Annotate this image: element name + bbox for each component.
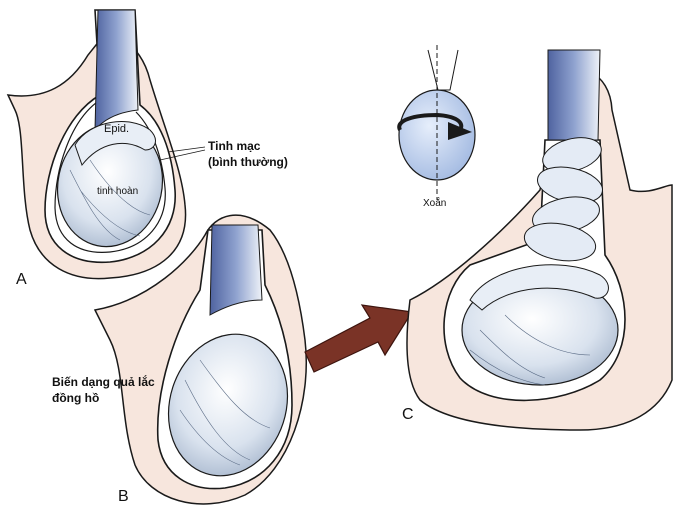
panel-c-cord	[547, 49, 601, 141]
panel-c-drawing	[406, 49, 673, 431]
panel-label-b: B	[118, 488, 129, 505]
panel-label-a: A	[16, 271, 27, 288]
progression-arrow	[304, 304, 414, 373]
panel-b-drawing	[93, 214, 307, 505]
label-deform-line1: Biến dạng quả lắc	[52, 375, 155, 389]
panel-label-c: C	[402, 406, 414, 423]
panel-b-cord	[209, 224, 263, 316]
label-testis: tinh hoàn	[97, 186, 139, 197]
label-vein-line2: (bình thường)	[208, 155, 288, 169]
label-torsion: Xoắn	[423, 198, 447, 209]
rotation-arrow-icon	[397, 112, 464, 132]
panel-a-drawing	[6, 9, 206, 280]
torsion-inset	[397, 45, 476, 200]
label-vein-line1: Tinh mạc	[208, 139, 261, 153]
panel-c-epididymis	[469, 264, 609, 311]
vein-pointer	[159, 146, 206, 161]
panel-a-sac-inner	[54, 99, 166, 253]
label-deform-line2: đồng hồ	[52, 391, 100, 405]
panel-b-testis	[167, 333, 289, 477]
panel-a-epididymis	[74, 121, 156, 167]
label-epid: Epid.	[104, 123, 130, 135]
twisted-cord	[523, 137, 603, 262]
